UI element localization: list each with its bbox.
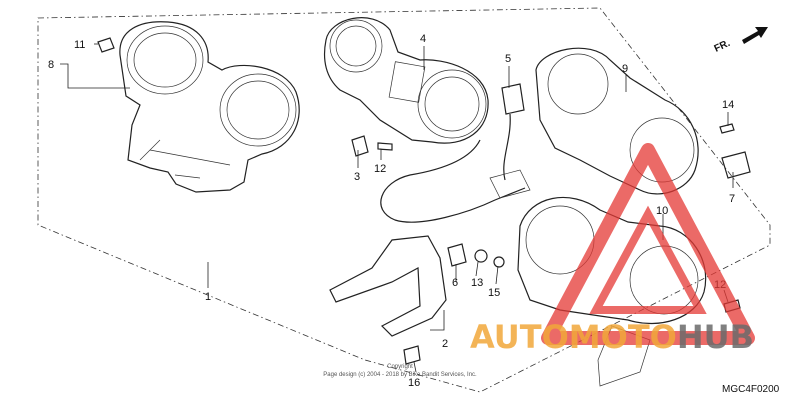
- callout-3: 3: [354, 171, 360, 183]
- callout-10: 10: [656, 205, 668, 217]
- copyright-line-2: Page design (c) 2004 - 2018 by Bike Band…: [323, 372, 477, 378]
- leader-lines: [60, 43, 734, 373]
- washer-part: [474, 249, 488, 263]
- callout-4: 4: [420, 33, 426, 45]
- watermark-part-hub: HUB: [677, 318, 754, 356]
- watermark-part-moto: MOTO: [569, 318, 677, 356]
- meter-back-case: [535, 47, 699, 195]
- bracket-stay-part: [329, 235, 447, 337]
- callout-13: 13: [471, 277, 483, 289]
- copyright-line-1: Copyright: [387, 364, 413, 370]
- diagram-code: MGC4F0200: [722, 384, 780, 395]
- front-direction-indicator: FR.: [713, 27, 768, 55]
- watermark-part-auto: AUTO: [470, 318, 569, 356]
- assembly-boundary: [37, 7, 771, 393]
- front-direction-label: FR.: [713, 38, 732, 55]
- pad-part: [97, 37, 115, 53]
- screw-part-12-upper: [377, 142, 393, 151]
- screw-part-16: [403, 345, 421, 365]
- callout-12-upper: 12: [374, 163, 386, 175]
- meter-assembly: [323, 17, 489, 144]
- front-arrow-icon: [742, 27, 768, 44]
- watermark-logo-icon: [541, 143, 755, 345]
- nut-part: [493, 256, 505, 268]
- callout-7: 7: [729, 193, 735, 205]
- wire-harness-part: [380, 139, 526, 223]
- callout-8: 8: [48, 59, 54, 71]
- watermark-text: AUTOMOTOHUB: [470, 318, 754, 356]
- callout-2: 2: [442, 338, 448, 350]
- callout-14: 14: [722, 99, 734, 111]
- callout-1: 1: [205, 291, 211, 303]
- callout-9: 9: [622, 63, 628, 75]
- callout-15: 15: [488, 287, 500, 299]
- meter-case-assembly: [119, 21, 300, 193]
- screw-part-14: [719, 123, 735, 134]
- callout-16: 16: [408, 377, 420, 389]
- callout-11: 11: [74, 39, 85, 51]
- cap-part: [721, 151, 751, 179]
- clip-part-3: [351, 135, 369, 157]
- collar-part: [447, 243, 467, 267]
- callout-5: 5: [505, 53, 511, 65]
- socket-connector-part: [501, 83, 525, 181]
- callout-6: 6: [452, 277, 458, 289]
